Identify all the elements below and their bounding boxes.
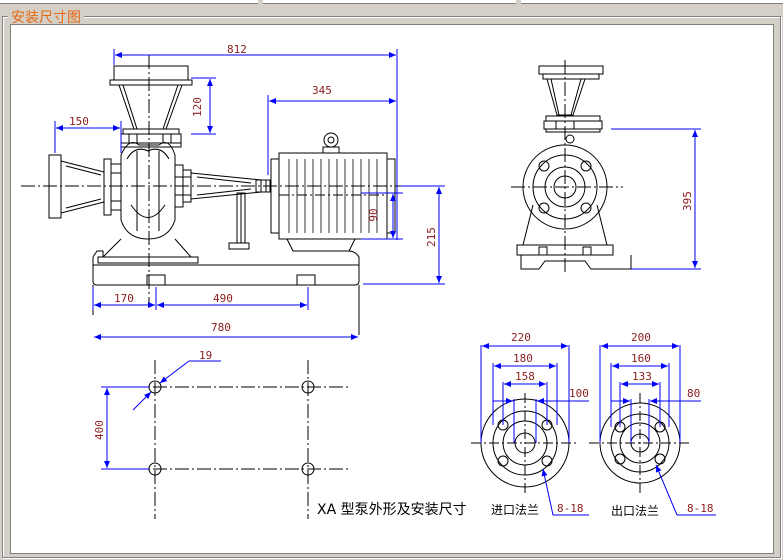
drawing-canvas: 812 345 120 150 90 215 170 490 780 395 1…	[10, 24, 774, 554]
dim-outlet-outer: 200	[631, 331, 651, 344]
install-dimension-group	[2, 16, 781, 558]
dim-bolt-spacing: 400	[93, 420, 106, 440]
top-tab-right	[521, 0, 783, 4]
dim-base-length: 780	[211, 321, 231, 334]
dim-outlet-bolt-circle: 160	[631, 352, 651, 365]
dimension-labels: 812 345 120 150 90 215 170 490 780 395 1…	[69, 43, 714, 515]
dim-motor-height: 90	[367, 208, 380, 221]
dim-outlet-bore: 80	[687, 387, 700, 400]
group-title: 安装尺寸图	[8, 9, 84, 25]
top-strip	[0, 0, 783, 4]
outlet-flange-caption: 出口法兰	[611, 504, 659, 518]
pump-drawing: 812 345 120 150 90 215 170 490 780 395 1…	[21, 43, 716, 519]
dim-side-height: 395	[681, 191, 694, 211]
dim-base-left: 170	[114, 292, 134, 305]
dim-inlet-outer: 220	[511, 331, 531, 344]
dim-inlet-bore: 100	[569, 387, 589, 400]
dim-base-bolts: 490	[213, 292, 233, 305]
captions: XA 型泵外形及安装尺寸 进口法兰 出口法兰	[317, 502, 659, 518]
dim-overall-length: 812	[227, 43, 247, 56]
top-tab-left	[0, 0, 258, 4]
dim-bolt-hole: 19	[199, 349, 212, 362]
inlet-flange-caption: 进口法兰	[491, 503, 539, 517]
dim-inlet-bolt-circle: 180	[513, 352, 533, 365]
dim-inlet-height: 120	[191, 97, 204, 117]
inlet-flange	[471, 393, 579, 495]
dim-outlet-holes: 8-18	[687, 502, 714, 515]
dim-shaft-height: 215	[425, 227, 438, 247]
drawing-caption: XA 型泵外形及安装尺寸	[317, 502, 467, 518]
dim-suction-offset: 150	[69, 115, 89, 128]
dim-inlet-raised: 158	[515, 370, 535, 383]
outlet-flange	[589, 393, 691, 495]
top-tab-middle	[263, 0, 516, 4]
side-view	[511, 60, 632, 275]
dim-inlet-holes: 8-18	[557, 502, 584, 515]
bolt-plan	[109, 360, 351, 519]
dim-motor-to-end: 345	[312, 84, 332, 97]
dim-outlet-raised: 133	[632, 370, 652, 383]
dimension-lines	[54, 49, 716, 516]
front-view	[21, 55, 426, 335]
